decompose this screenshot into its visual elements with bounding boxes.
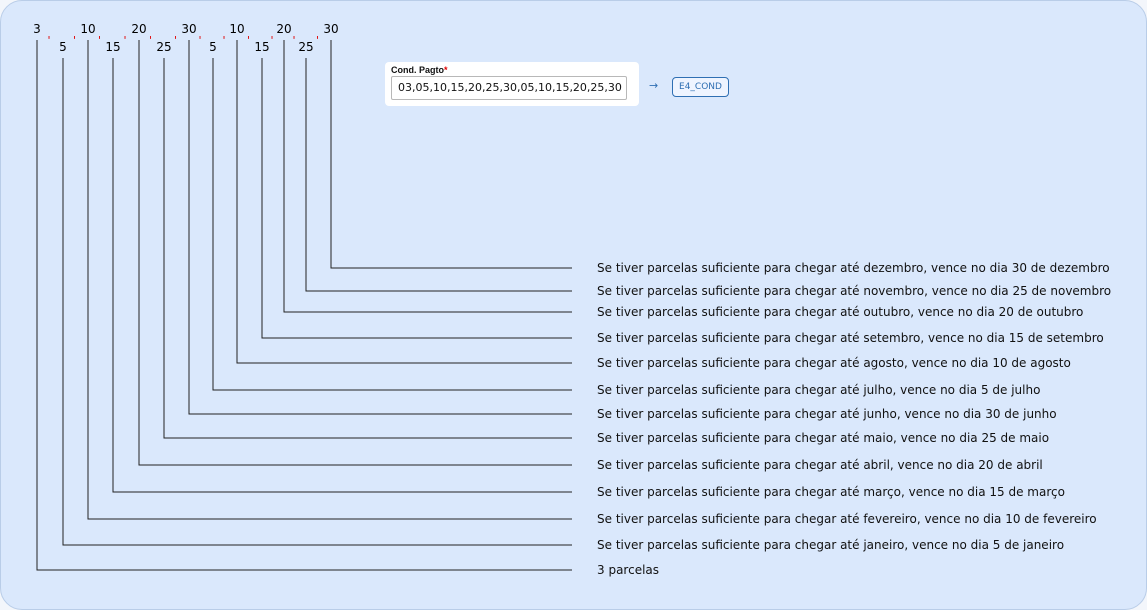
cond-pagto-input[interactable]: 03,05,10,15,20,25,30,05,10,15,20,25,30 <box>391 76 627 100</box>
comma-separator: ' <box>73 34 76 47</box>
bracket-line <box>188 40 572 415</box>
day-label: 15 <box>254 40 269 54</box>
bracket-line <box>283 40 572 313</box>
day-label: 20 <box>131 22 146 36</box>
cond-pagto-field-card: Cond. Pagto* 03,05,10,15,20,25,30,05,10,… <box>385 62 639 106</box>
bracket-line <box>62 58 572 546</box>
bracket-line <box>305 58 572 292</box>
field-tag-badge: E4_COND <box>672 77 729 97</box>
rule-description: Se tiver parcelas suficiente para chegar… <box>597 305 1083 319</box>
comma-separator: ' <box>270 34 273 47</box>
rule-description: Se tiver parcelas suficiente para chegar… <box>597 458 1043 472</box>
day-label: 10 <box>80 22 95 36</box>
bracket-line <box>36 40 572 571</box>
day-label: 15 <box>105 40 120 54</box>
cond-pagto-label: Cond. Pagto* <box>391 65 448 75</box>
comma-separator: ' <box>123 34 126 47</box>
required-mark: * <box>444 65 448 75</box>
day-label: 25 <box>156 40 171 54</box>
day-label: 10 <box>229 22 244 36</box>
day-label: 5 <box>209 40 217 54</box>
rule-description: Se tiver parcelas suficiente para chegar… <box>597 538 1064 552</box>
rule-description: Se tiver parcelas suficiente para chegar… <box>597 485 1065 499</box>
bracket-line <box>138 40 572 466</box>
day-label: 30 <box>323 22 338 36</box>
rule-description: Se tiver parcelas suficiente para chegar… <box>597 512 1097 526</box>
comma-separator: ' <box>222 34 225 47</box>
bracket-line <box>163 58 572 439</box>
comma-separator: ' <box>174 34 177 47</box>
bracket-line <box>236 40 572 364</box>
day-label: 20 <box>276 22 291 36</box>
rule-description: Se tiver parcelas suficiente para chegar… <box>597 407 1057 421</box>
rule-description: 3 parcelas <box>597 563 659 577</box>
comma-separator: ' <box>316 34 319 47</box>
bracket-line <box>212 58 572 391</box>
rule-description: Se tiver parcelas suficiente para chegar… <box>597 383 1040 397</box>
day-label: 5 <box>59 40 67 54</box>
rule-description: Se tiver parcelas suficiente para chegar… <box>597 331 1104 345</box>
comma-separator: ' <box>247 34 250 47</box>
day-label: 25 <box>298 40 313 54</box>
day-label: 30 <box>181 22 196 36</box>
rule-description: Se tiver parcelas suficiente para chegar… <box>597 431 1049 445</box>
comma-separator: ' <box>292 34 295 47</box>
day-label: 3 <box>33 22 41 36</box>
rule-description: Se tiver parcelas suficiente para chegar… <box>597 284 1111 298</box>
bracket-line <box>87 40 572 520</box>
rule-description: Se tiver parcelas suficiente para chegar… <box>597 356 1071 370</box>
rule-description: Se tiver parcelas suficiente para chegar… <box>597 261 1110 275</box>
bracket-line <box>112 58 572 493</box>
comma-separator: ' <box>198 34 201 47</box>
comma-separator: ' <box>149 34 152 47</box>
comma-separator: ' <box>98 34 101 47</box>
comma-separator: ' <box>47 34 50 47</box>
arrow-right-icon: → <box>649 79 659 92</box>
bracket-line <box>261 58 572 339</box>
bracket-line <box>330 40 572 269</box>
